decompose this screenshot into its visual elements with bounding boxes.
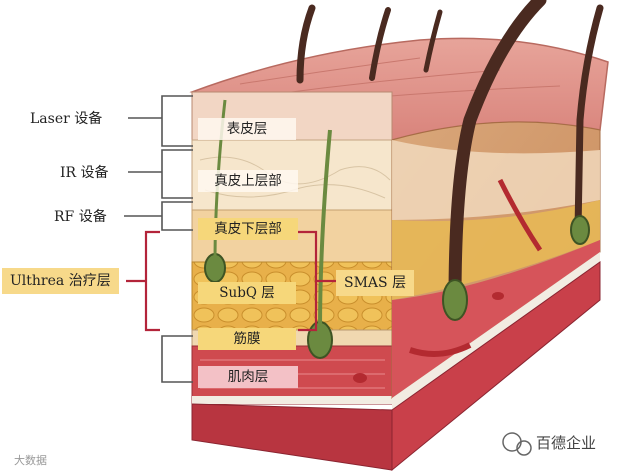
upper-dermis-label: 真皮上层部	[198, 170, 298, 192]
subq-label: SubQ 层	[198, 282, 296, 304]
corner-watermark: 大数据	[14, 452, 47, 468]
ir-device-label: IR 设备	[60, 162, 109, 182]
rf-device-label: RF 设备	[54, 206, 107, 226]
smas-layer-tag: SMAS 层	[336, 270, 414, 296]
epidermis-label: 表皮层	[198, 118, 296, 140]
brand-watermark: 百德企业	[536, 432, 596, 453]
lower-dermis-label: 真皮下层部	[198, 218, 298, 240]
laser-device-label: Laser 设备	[30, 108, 102, 128]
muscle-label: 肌肉层	[198, 366, 298, 388]
wechat-logo-icon	[503, 433, 521, 451]
ulthera-treatment-layer-tag: Ulthrea 治疗层	[2, 268, 119, 294]
fascia-label: 筋膜	[198, 328, 296, 350]
